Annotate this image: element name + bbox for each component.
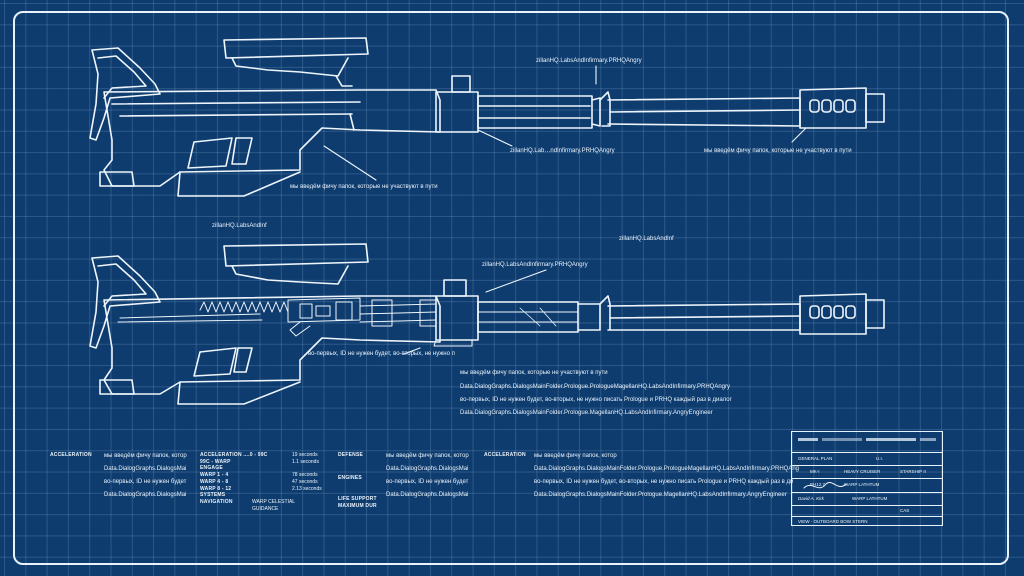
spec-label: ACCELERATION [50, 452, 92, 458]
tb-cell: STARSHIP II [900, 469, 926, 474]
note-line: мы введём фичу папок, которые не участву… [460, 370, 608, 376]
title-bar [866, 438, 916, 441]
spec-label: ENGINES [338, 475, 362, 481]
spec-line: Data.DialogGraphs.DialogsMai [104, 492, 187, 498]
spec-row-key: 99C - WARP [200, 459, 231, 465]
spec-row-key: WARP 8 - 12 [200, 486, 232, 492]
tb-cell: MK-I [810, 469, 820, 474]
sheet-border [13, 11, 1009, 565]
spec-row-value: 78 seconds [292, 472, 318, 478]
spec-row-key: SYSTEMS [200, 492, 226, 498]
tb-cell: PH12.7 [810, 482, 826, 487]
spec-line: мы введём фичу папок, котор [104, 453, 187, 459]
spec-line: Data.DialogGraphs.DialogsMai [386, 466, 469, 472]
title-bar [822, 438, 862, 441]
spec-label: MAXIMUM DUR [338, 503, 377, 509]
spec-row-value: 1.1 seconds [292, 459, 319, 465]
tb-signature: David A. Kirk [798, 496, 824, 501]
rifle-cutaway-view [89, 243, 885, 405]
callout-label: zillanHQ.LabsAndInf [619, 236, 674, 242]
spec-row-value: 2.13 seconds [292, 486, 322, 492]
spec-row-value: GUIDANCE [252, 506, 279, 512]
tb-cell: WARP LATHTUM [844, 482, 880, 487]
callout-label: zillanHQ.LabsAndInfirmary.PRHQAngry [536, 58, 642, 64]
plan-value: U.I. [876, 456, 884, 461]
spec-line: Data.DialogGraphs.DialogsMai [386, 492, 469, 498]
note-line: Data.DialogGraphs.DialogsMainFolder.Prol… [460, 384, 731, 390]
callout-label: zillanHQ.LabsAndInfirmary.PRHQAngry [482, 262, 588, 268]
signature-scribble [803, 482, 847, 489]
note-line: во-первых, ID не нужен будет, во-вторых,… [460, 397, 732, 403]
spec-label: DEFENSE [338, 452, 364, 458]
tb-view: VIEW - OUTBOARD BOW STERN [798, 519, 868, 524]
spec-row-value: 19 seconds [292, 452, 318, 458]
tb-cell: HEAVY CRUISER [844, 469, 881, 474]
spec-line: во-первых, ID не нужен будет [104, 479, 187, 485]
tb-cell: WARP LATHTUM [852, 496, 888, 501]
title-block: GENERAL PLAN U.I. MK-I HEAVY CRUISER STA… [791, 431, 943, 526]
spec-row-value: 47 seconds [292, 479, 318, 485]
spec-row-key: ENGAGE [200, 465, 223, 471]
rifle-exterior-view [89, 37, 885, 197]
callout-label: мы введём фичу папок, которые не участву… [290, 184, 438, 190]
callout-label: zillanHQ.LabsAndInf [212, 223, 267, 229]
spec-row-key: ACCELERATION ....0 - 99C [200, 452, 268, 458]
spec-row-value: WARP CELESTIAL [252, 499, 296, 505]
spec-line: Data.DialogGraphs.DialogsMai [104, 466, 187, 472]
plan-label: GENERAL PLAN [798, 456, 833, 461]
spec-row-key: NAVIGATION [200, 499, 233, 505]
spec-line: Data.DialogGraphs.DialogsMainFolder.Prol… [534, 466, 800, 472]
spec-line: мы введём фичу папок, котор [386, 453, 469, 459]
callout-label: zillanHQ.Lab…ndInfirmary.PRHQAngry [510, 148, 615, 154]
spec-line: во-первых, ID не нужен будет, во-вторых,… [534, 479, 794, 485]
tb-cell: CAS [900, 508, 910, 513]
leader-lines-bottom [403, 269, 547, 355]
title-bar [798, 438, 818, 441]
title-bar [920, 438, 936, 441]
callout-label: во-первых, ID не нужен будет, во-вторых,… [308, 351, 455, 357]
callout-label: мы введём фичу папок, которые не участву… [704, 148, 852, 154]
spec-row-key: WARP 4 - 8 [200, 479, 229, 485]
spec-row-key: WARP 1 - 4 [200, 472, 229, 478]
leader-lines-top [323, 65, 807, 181]
note-line: Data.DialogGraphs.DialogsMainFolder.Prol… [460, 410, 713, 416]
spec-label: LIFE SUPPORT [338, 496, 377, 502]
spec-line: Data.DialogGraphs.DialogsMainFolder.Prol… [534, 492, 787, 498]
spec-line: мы введём фичу папок, котор [534, 453, 617, 459]
spec-label: ACCELERATION [484, 452, 526, 458]
spec-line: во-первых, ID не нужен будет [386, 479, 469, 485]
